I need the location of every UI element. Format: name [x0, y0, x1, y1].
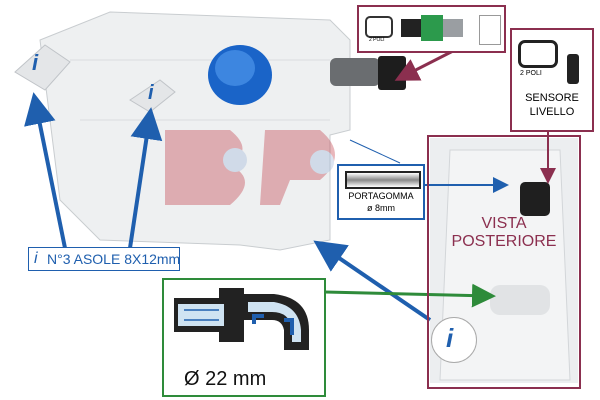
- info-badge: i: [431, 317, 477, 363]
- portagomma-label: PORTAGOMMA: [348, 191, 414, 201]
- info-icon-left: i: [32, 50, 39, 75]
- info-icon: i: [34, 250, 38, 267]
- sensor-poli-label: 2 POLI: [520, 70, 542, 77]
- sensor-title-1: SENSORE: [525, 92, 579, 104]
- portagomma-box: PORTAGOMMA ø 8mm: [337, 164, 425, 220]
- expansion-tank: [39, 11, 351, 251]
- switch-poli-label: 2 POLI: [369, 37, 385, 43]
- pressure-switch: [330, 56, 406, 90]
- asole-label-box: i N°3 ASOLE 8X12mm: [28, 247, 180, 271]
- logo-watermark: [165, 130, 335, 205]
- rear-view-frame: VISTA POSTERIORE i: [427, 135, 581, 389]
- level-sensor-photo: [520, 182, 550, 216]
- connector-icon: [365, 16, 393, 38]
- sensor-title-2: LIVELLO: [529, 106, 575, 118]
- info-icon-mid: i: [148, 82, 154, 104]
- arrow-asole-mid: [128, 107, 163, 249]
- asole-label: N°3 ASOLE 8X12mm: [47, 251, 181, 267]
- hose-barb-icon: [345, 171, 421, 189]
- blue-cap: [208, 45, 272, 105]
- outlet-section-diagram: [174, 288, 309, 350]
- arrow-asole-right: [313, 240, 432, 322]
- arrow-diameter: [324, 283, 496, 308]
- mount-tab-left: [14, 44, 71, 91]
- arrow-switch: [394, 48, 456, 81]
- rear-view-title-1: VISTA: [481, 215, 527, 232]
- rear-view-title-2: POSTERIORE: [451, 233, 557, 250]
- diameter-label: Ø 22 mm: [184, 368, 267, 390]
- connector-icon: [518, 40, 558, 68]
- level-sensor-box: 2 POLI SENSORE LIVELLO: [510, 28, 594, 132]
- arrow-asole-left: [24, 92, 67, 249]
- outlet-diameter-box: Ø 22 mm: [162, 278, 326, 397]
- pressure-switch-detail-box: 2 POLI: [357, 5, 506, 53]
- portagomma-size: ø 8mm: [367, 203, 395, 213]
